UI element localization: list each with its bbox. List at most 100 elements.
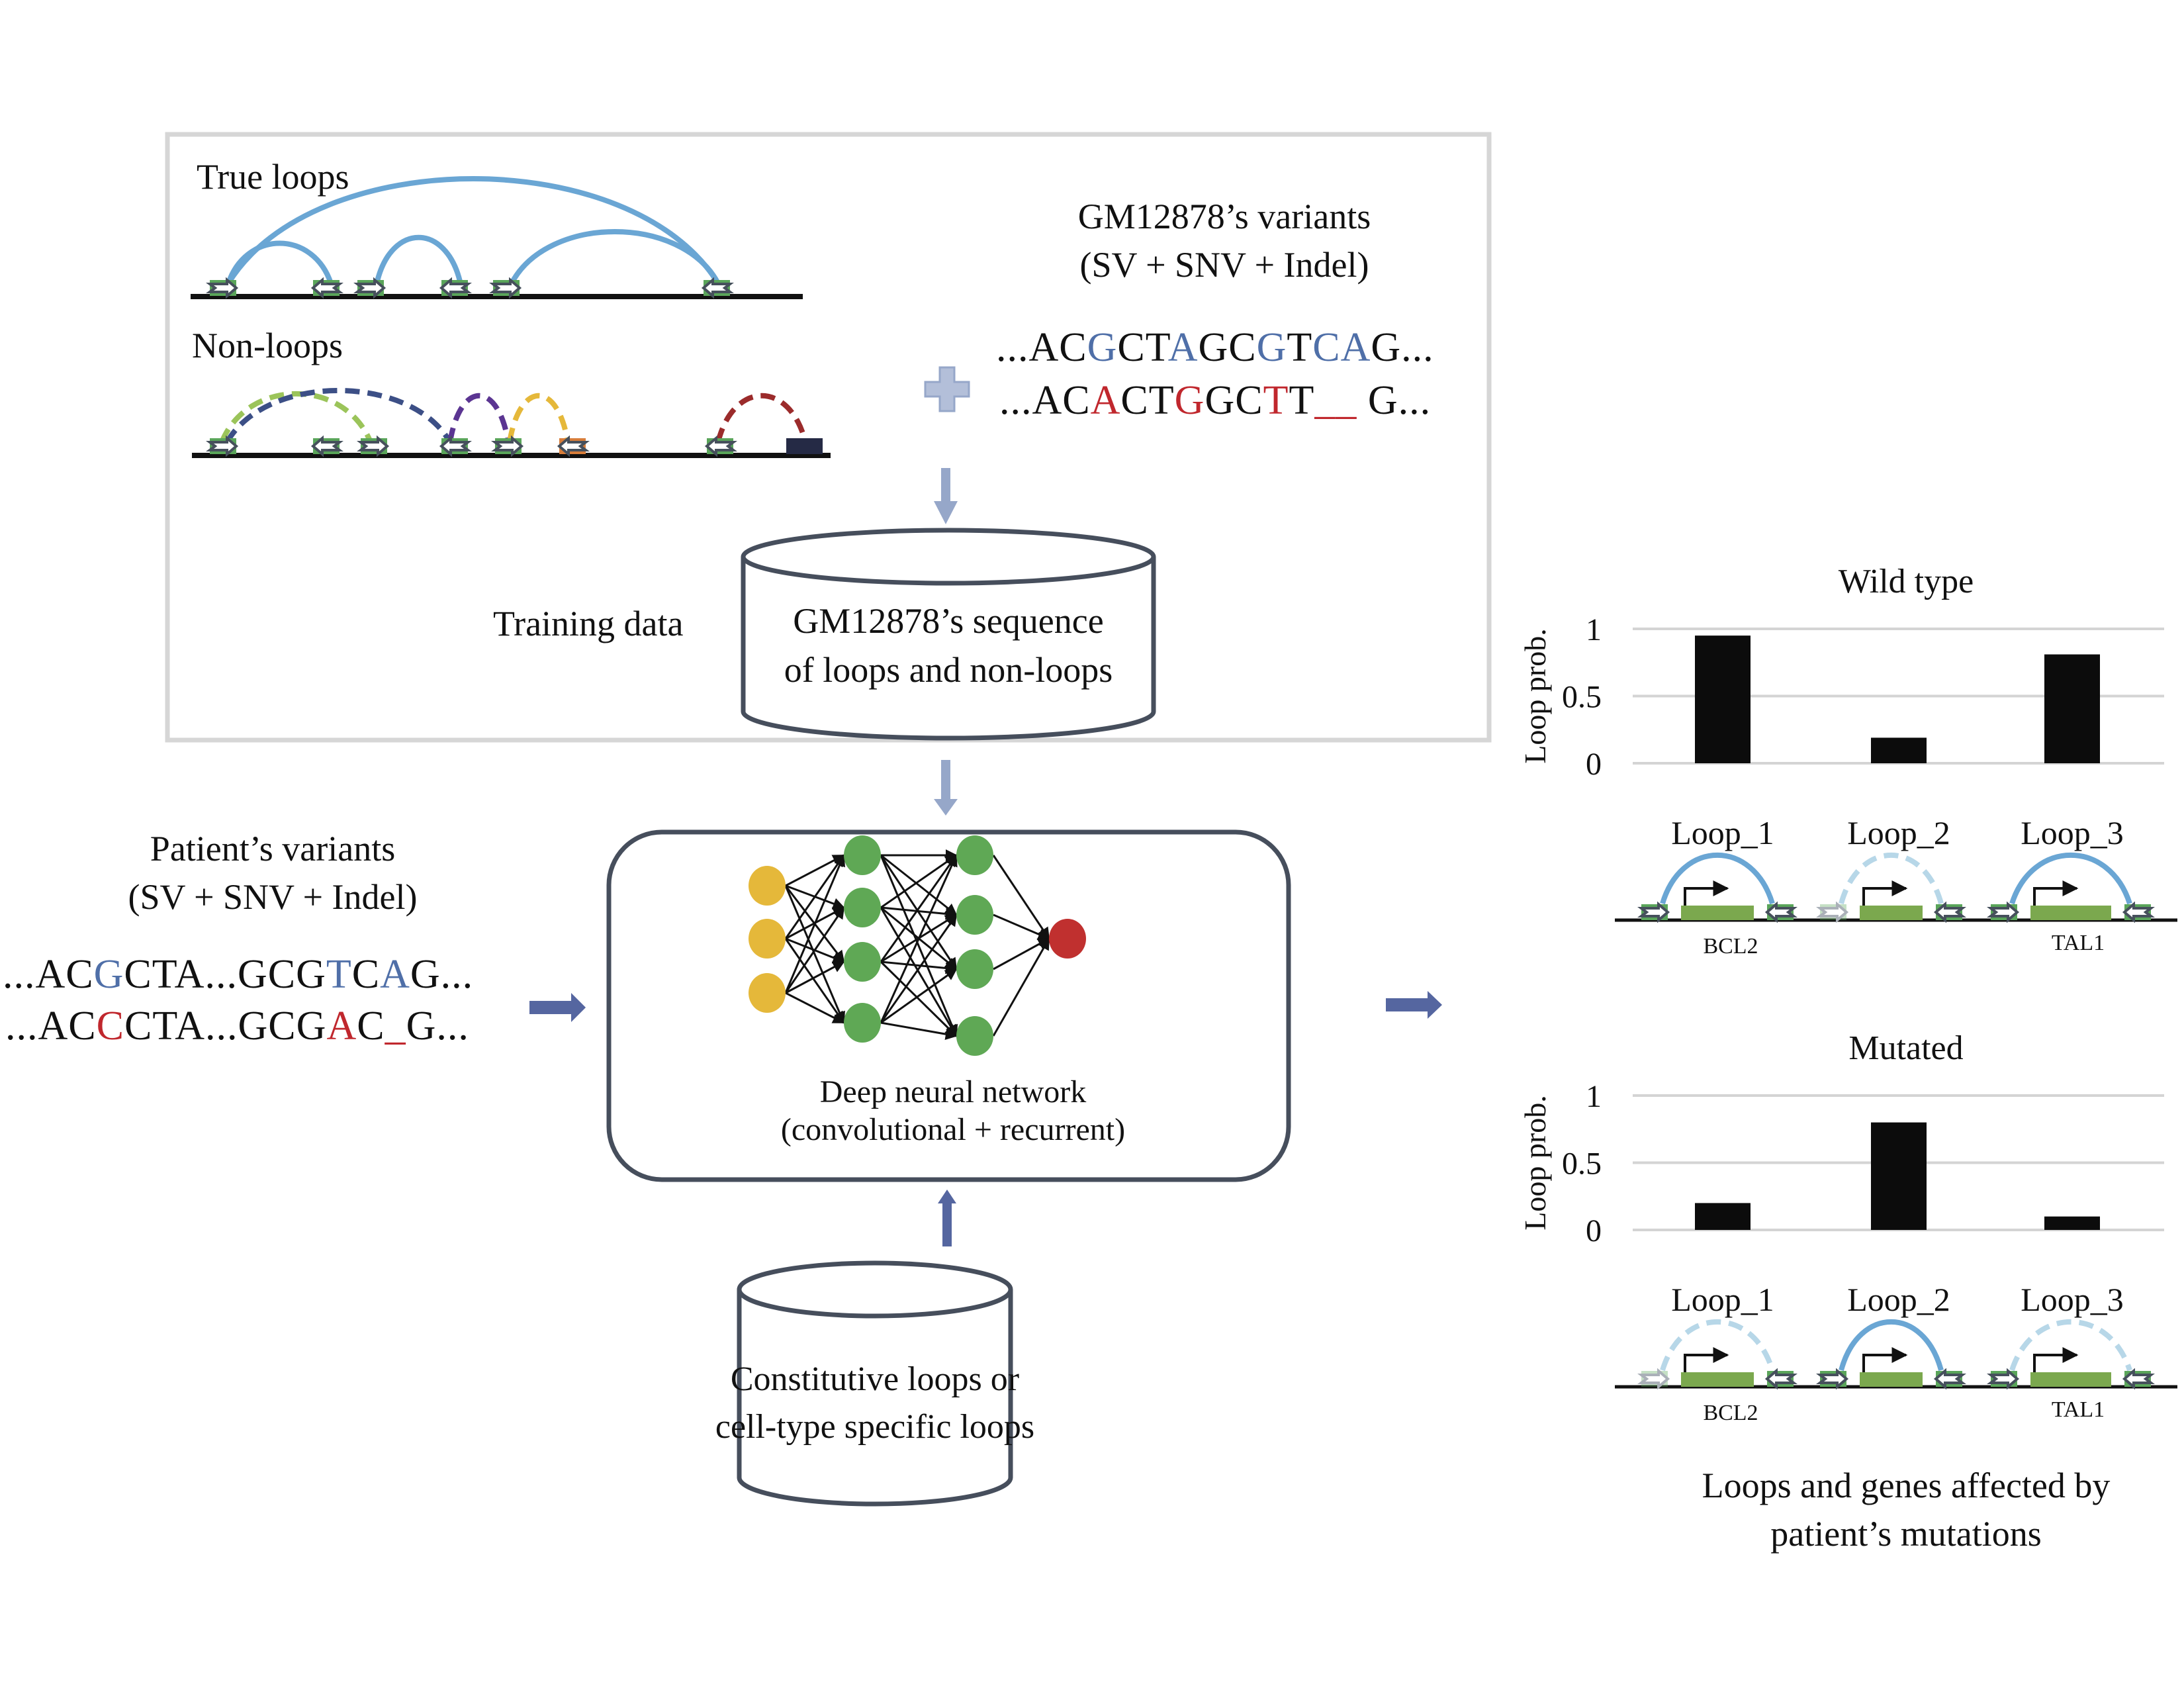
arrow-right-icon	[1386, 991, 1442, 1019]
nn-edge	[880, 854, 958, 909]
y-tick-label: 1	[1586, 612, 1602, 647]
bar	[1695, 1203, 1751, 1230]
ctcf-reverse-anchor-icon	[439, 435, 472, 457]
sequence-segment: G	[1257, 325, 1287, 370]
gene-label: TAL1	[2052, 931, 2105, 955]
ctcf-reverse-anchor-icon	[704, 435, 737, 457]
nn-edge	[784, 906, 845, 994]
x-tick-label: Loop_3	[2021, 1281, 2124, 1318]
gm-sequence-variant: ...ACACTGGCTT__ G...	[999, 378, 1431, 423]
ctcf-forward-anchor-icon	[206, 277, 239, 299]
non-loops-label: Non-loops	[192, 326, 343, 365]
ctcf-reverse-anchor-icon	[310, 277, 343, 299]
ctcf-forward-anchor-icon	[489, 277, 522, 299]
y-tick-label: 0.5	[1562, 680, 1602, 715]
patient-sequence-variant: ...ACCCTA...GCGAC_G...	[5, 1004, 469, 1049]
sequence-segment: G	[1175, 378, 1205, 423]
training-db-line1: GM12878’s sequence	[793, 601, 1103, 641]
ctcf-reverse-anchor-icon	[2122, 1368, 2155, 1390]
nn-input-node	[749, 973, 786, 1013]
sequence-segment: GC	[1198, 325, 1256, 370]
ctcf-forward-anchor-icon	[1987, 1368, 2020, 1390]
nn-edge	[880, 907, 958, 1037]
ctcf-forward-anchor-icon	[1637, 1368, 1670, 1390]
y-axis-label: Loop prob.	[1518, 628, 1552, 763]
y-tick-label: 0	[1586, 747, 1602, 782]
loop-arc	[226, 240, 334, 285]
true-loop-anchors	[206, 277, 734, 299]
nn-edge	[880, 854, 958, 1023]
nn-edge	[784, 854, 845, 994]
ctcf-forward-anchor-icon	[1987, 901, 2020, 923]
nn-edge	[784, 938, 845, 1024]
sequence-segment: ...AC	[5, 1004, 97, 1049]
non-loop-anchors	[206, 435, 823, 457]
sequence-segment: T	[326, 952, 352, 997]
gene-body	[2030, 906, 2111, 920]
nn-edge	[784, 854, 845, 939]
patient-variants-subtitle: (SV + SNV + Indel)	[128, 877, 418, 917]
tss-arrow-icon	[1684, 1347, 1729, 1372]
nn-edge	[880, 854, 958, 916]
nn-edge	[880, 961, 958, 1037]
sequence-segment: T	[1263, 378, 1289, 423]
neural-network-icon	[749, 835, 1086, 1056]
nn-edge	[992, 937, 1050, 1037]
ctcf-forward-anchor-icon	[357, 435, 390, 457]
x-tick-label: Loop_2	[1847, 814, 1950, 851]
sequence-segment: A	[380, 952, 410, 997]
ctcf-reverse-anchor-icon	[1764, 901, 1797, 923]
non-loops-track	[192, 388, 831, 458]
y-tick-label: 0.5	[1562, 1147, 1602, 1182]
ctcf-forward-anchor-icon	[1816, 901, 1849, 923]
nn-hidden-node	[844, 835, 881, 875]
nn-edge	[880, 968, 958, 1024]
chart-title: Mutated	[1848, 1029, 1963, 1067]
nn-input-node	[749, 866, 786, 906]
model-box	[606, 829, 1291, 1182]
nn-output-node	[1049, 919, 1086, 959]
gene-label: BCL2	[1703, 1401, 1758, 1425]
tss-arrow-icon	[1684, 880, 1729, 906]
ctcf-forward-anchor-icon	[491, 435, 524, 457]
y-tick-label: 1	[1586, 1079, 1602, 1114]
ctcf-reverse-anchor-icon	[1933, 1368, 1966, 1390]
gene-label: BCL2	[1703, 934, 1758, 959]
ctcf-forward-anchor-icon	[1816, 1368, 1849, 1390]
tss-arrow-icon	[2033, 880, 2079, 906]
non-loop-arc	[507, 393, 570, 443]
sequence-segment: C	[352, 952, 380, 997]
nn-hidden-node	[956, 1016, 993, 1056]
sequence-segment: G...	[406, 1004, 469, 1049]
non-loop-arc	[219, 391, 373, 444]
loop-arc	[1839, 1319, 1944, 1372]
x-tick-label: Loop_2	[1847, 1281, 1950, 1318]
ctcf-reverse-anchor-icon	[701, 277, 734, 299]
sequence-segment: CT	[1120, 378, 1174, 423]
training-data-label: Training data	[493, 604, 684, 643]
nn-edge	[880, 854, 958, 962]
nn-hidden-node	[844, 942, 881, 982]
sequence-segment: __	[1314, 378, 1357, 423]
sv-breakpoint-block	[786, 438, 823, 454]
nn-edge	[880, 906, 958, 920]
gene-body	[2030, 1372, 2111, 1387]
sequence-segment: CT	[1117, 325, 1169, 370]
y-axis-label: Loop prob.	[1518, 1095, 1552, 1230]
non-loop-arc	[715, 393, 808, 443]
y-tick-label: 0	[1586, 1213, 1602, 1248]
sequence-segment: ...AC	[3, 952, 94, 997]
non-loop-arc	[447, 393, 511, 443]
model-line1: Deep neural network	[820, 1074, 1087, 1109]
nn-hidden-node	[956, 895, 993, 935]
nn-edge	[784, 885, 845, 1024]
gm-variants-subtitle: (SV + SNV + Indel)	[1080, 245, 1369, 285]
loop-arc	[509, 229, 721, 285]
sequence-segment: _	[385, 1004, 406, 1049]
ctcf-reverse-anchor-icon	[1933, 901, 1966, 923]
sequence-segment: G...	[1371, 325, 1433, 370]
plus-icon	[924, 366, 970, 412]
nn-hidden-node	[956, 835, 993, 875]
chart-title: Wild type	[1839, 563, 1974, 600]
